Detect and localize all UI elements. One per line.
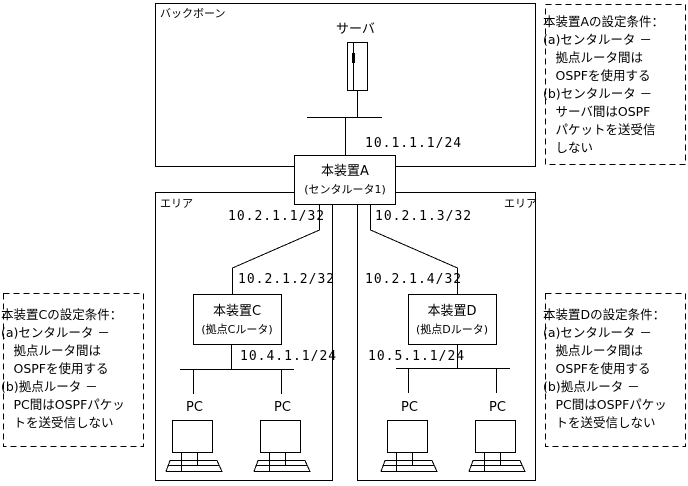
router-c: 本装置C (拠点Cルータ) [193, 294, 282, 345]
note-c-line: トを送受信しない [1, 415, 114, 430]
backbone-label: バックボーン [160, 7, 225, 20]
pc-d2-icon [468, 420, 526, 472]
note-c-line: OSPFを使用する [1, 361, 109, 376]
note-a-line: (b)センタルータ － [543, 86, 652, 101]
router-d-lan-ip: 10.5.1.1/24 [368, 349, 465, 364]
note-c-box [3, 293, 144, 447]
note-a-line: サーバ間はOSPF [543, 104, 650, 119]
note-d-title: 本装置Dの設定条件： [543, 307, 665, 322]
note-c-title: 本装置Cの設定条件： [1, 307, 122, 322]
note-c-line: (a)センタルータ － [1, 325, 110, 340]
area-left-label: エリア [160, 197, 193, 210]
router-a-right-ip: 10.2.1.3/32 [375, 209, 472, 224]
router-c-uplink-ip: 10.2.1.2/32 [238, 272, 335, 287]
router-a: 本装置A (センタルータ1) [294, 155, 396, 205]
note-d-line: トを送受信しない [543, 415, 656, 430]
note-c-line: PC間はOSPFパケッ [1, 397, 125, 412]
note-a-line: (a)センタルータ － [543, 32, 652, 47]
pc-c2-label: PC [274, 400, 291, 415]
note-a-line: パケットを送受信 [543, 122, 656, 137]
server-subnet-ip: 10.1.1.1/24 [365, 136, 462, 151]
note-d-line: PC間はOSPFパケッ [543, 397, 667, 412]
note-a-title: 本装置Aの設定条件： [543, 14, 664, 29]
pc-d1-label: PC [401, 400, 418, 415]
pc-c1-icon [165, 420, 223, 472]
note-d-box [545, 293, 686, 447]
area-left-region [155, 192, 333, 481]
pc-d2-label: PC [489, 400, 506, 415]
link-a-to-d [370, 205, 458, 294]
note-c-line: (b)拠点ルータ － [1, 379, 98, 394]
note-d-line: OSPFを使用する [543, 361, 651, 376]
router-c-lan-ip: 10.4.1.1/24 [240, 349, 337, 364]
note-d-line: 拠点ルータ間は [543, 343, 643, 358]
pc-d1-icon [380, 420, 438, 472]
router-a-left-ip: 10.2.1.1/32 [228, 209, 325, 224]
note-a-line: 拠点ルータ間は [543, 50, 643, 65]
area-right-region [357, 192, 536, 481]
router-c-role: (拠点Cルータ) [201, 323, 272, 336]
pc-c2-icon [253, 420, 311, 472]
note-c: 本装置Cの設定条件： (a)センタルータ － 拠点ルータ間は OSPFを使用する… [1, 307, 125, 430]
note-a-line: OSPFを使用する [543, 68, 651, 83]
router-d-uplink-ip: 10.2.1.4/32 [365, 272, 462, 287]
server-label: サーバ [336, 22, 375, 37]
note-c-line: 拠点ルータ間は [1, 343, 101, 358]
router-a-role: (センタルータ1) [304, 183, 386, 196]
note-d: 本装置Dの設定条件： (a)センタルータ － 拠点ルータ間は OSPFを使用する… [543, 307, 667, 430]
router-a-name: 本装置A [321, 164, 369, 179]
area-right-label: エリア [504, 197, 537, 210]
note-d-line: (b)拠点ルータ － [543, 379, 640, 394]
note-a: 本装置Aの設定条件： (a)センタルータ － 拠点ルータ間は OSPFを使用する… [543, 14, 664, 155]
note-d-line: (a)センタルータ － [543, 325, 652, 340]
note-a-box [545, 4, 686, 165]
link-a-to-c [232, 205, 320, 294]
pc-c1-label: PC [186, 400, 203, 415]
router-c-name: 本装置C [213, 304, 261, 319]
note-a-line: しない [543, 140, 593, 155]
router-d-name: 本装置D [427, 304, 476, 319]
router-d: 本装置D (拠点Dルータ) [408, 294, 497, 345]
router-d-role: (拠点Dルータ) [416, 323, 488, 336]
server-icon [347, 42, 368, 91]
